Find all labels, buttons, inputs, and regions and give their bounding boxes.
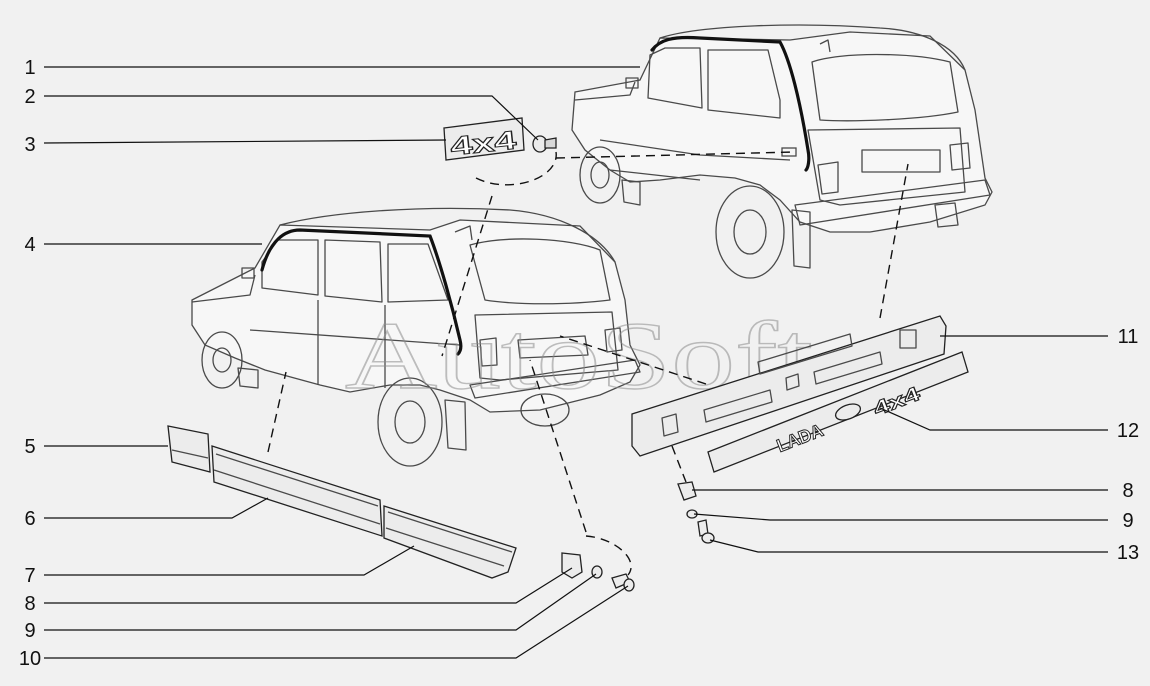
- fasteners-detail-ellipse: [585, 535, 632, 576]
- callout-7: 7: [24, 565, 35, 587]
- callout-5: 5: [24, 436, 35, 458]
- callout-13: 13: [1117, 542, 1139, 564]
- rear-moulding: [383, 505, 517, 579]
- fasteners-right: [677, 481, 715, 544]
- door-seal-3-door: [650, 35, 811, 172]
- door-seal-5-door: [260, 228, 463, 356]
- end-trim: [167, 425, 211, 473]
- clip-part: [532, 135, 557, 153]
- callout-12: 12: [1117, 420, 1139, 442]
- callout-9-right: 9: [1122, 510, 1133, 532]
- assembly-lines: [267, 151, 909, 533]
- callout-6: 6: [24, 508, 35, 530]
- callout-8-right: 8: [1122, 480, 1133, 502]
- callout-labels: 1 2 3 4 5 6 7 8 9 10 11 12 8 9 13: [19, 57, 1139, 670]
- callout-1: 1: [24, 57, 35, 79]
- callout-10: 10: [19, 648, 41, 670]
- callout-9-left: 9: [24, 620, 35, 642]
- vehicle-3-door: [571, 24, 993, 279]
- callout-3: 3: [24, 134, 35, 156]
- front-moulding: [211, 445, 383, 537]
- lada-logo-icon: [834, 403, 862, 421]
- badge-4x4-text: 4x4: [449, 125, 519, 162]
- callout-8-left: 8: [24, 593, 35, 615]
- lada-strip: LADA 4x4: [707, 351, 969, 473]
- badge-4x4: 4x4: [443, 117, 525, 162]
- callout-11: 11: [1118, 326, 1139, 348]
- callout-4: 4: [24, 234, 35, 256]
- vehicle-5-door: [191, 207, 641, 467]
- tailgate-trim: [631, 315, 947, 457]
- fasteners-left: [561, 552, 635, 592]
- callout-2: 2: [24, 86, 35, 108]
- leader-lines: [43, 66, 1108, 659]
